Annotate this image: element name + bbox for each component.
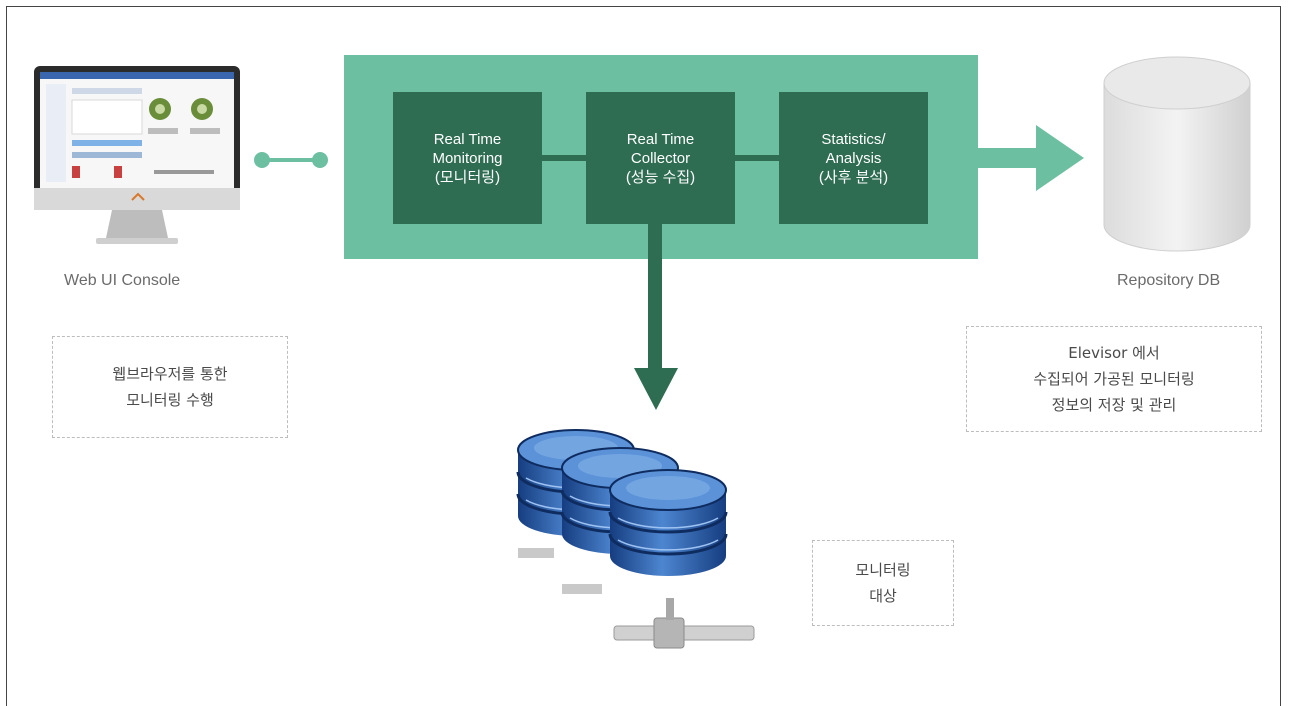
repository-label: Repository DB	[1117, 272, 1221, 289]
server-stack-icon	[516, 428, 755, 649]
console-note: 웹브라우저를 통한 모니터링 수행	[52, 336, 288, 438]
arrow-to-repository-icon	[976, 125, 1084, 191]
database-cylinder-icon	[1103, 56, 1251, 252]
diagram-frame	[6, 6, 1281, 706]
module-realtime-monitoring: Real Time Monitoring (모니터링)	[393, 92, 542, 224]
repository-note: Elevisor 에서 수집되어 가공된 모니터링 정보의 저장 및 관리	[966, 326, 1262, 432]
module-statistics-analysis: Statistics/ Analysis (사후 분석)	[779, 92, 928, 224]
arrow-down-icon	[634, 222, 678, 410]
connector-icon	[254, 152, 328, 168]
console-label: Web UI Console	[64, 272, 181, 289]
module-realtime-collector: Real Time Collector (성능 수집)	[586, 92, 735, 224]
monitor-icon	[34, 66, 240, 244]
target-note: 모니터링 대상	[812, 540, 954, 626]
